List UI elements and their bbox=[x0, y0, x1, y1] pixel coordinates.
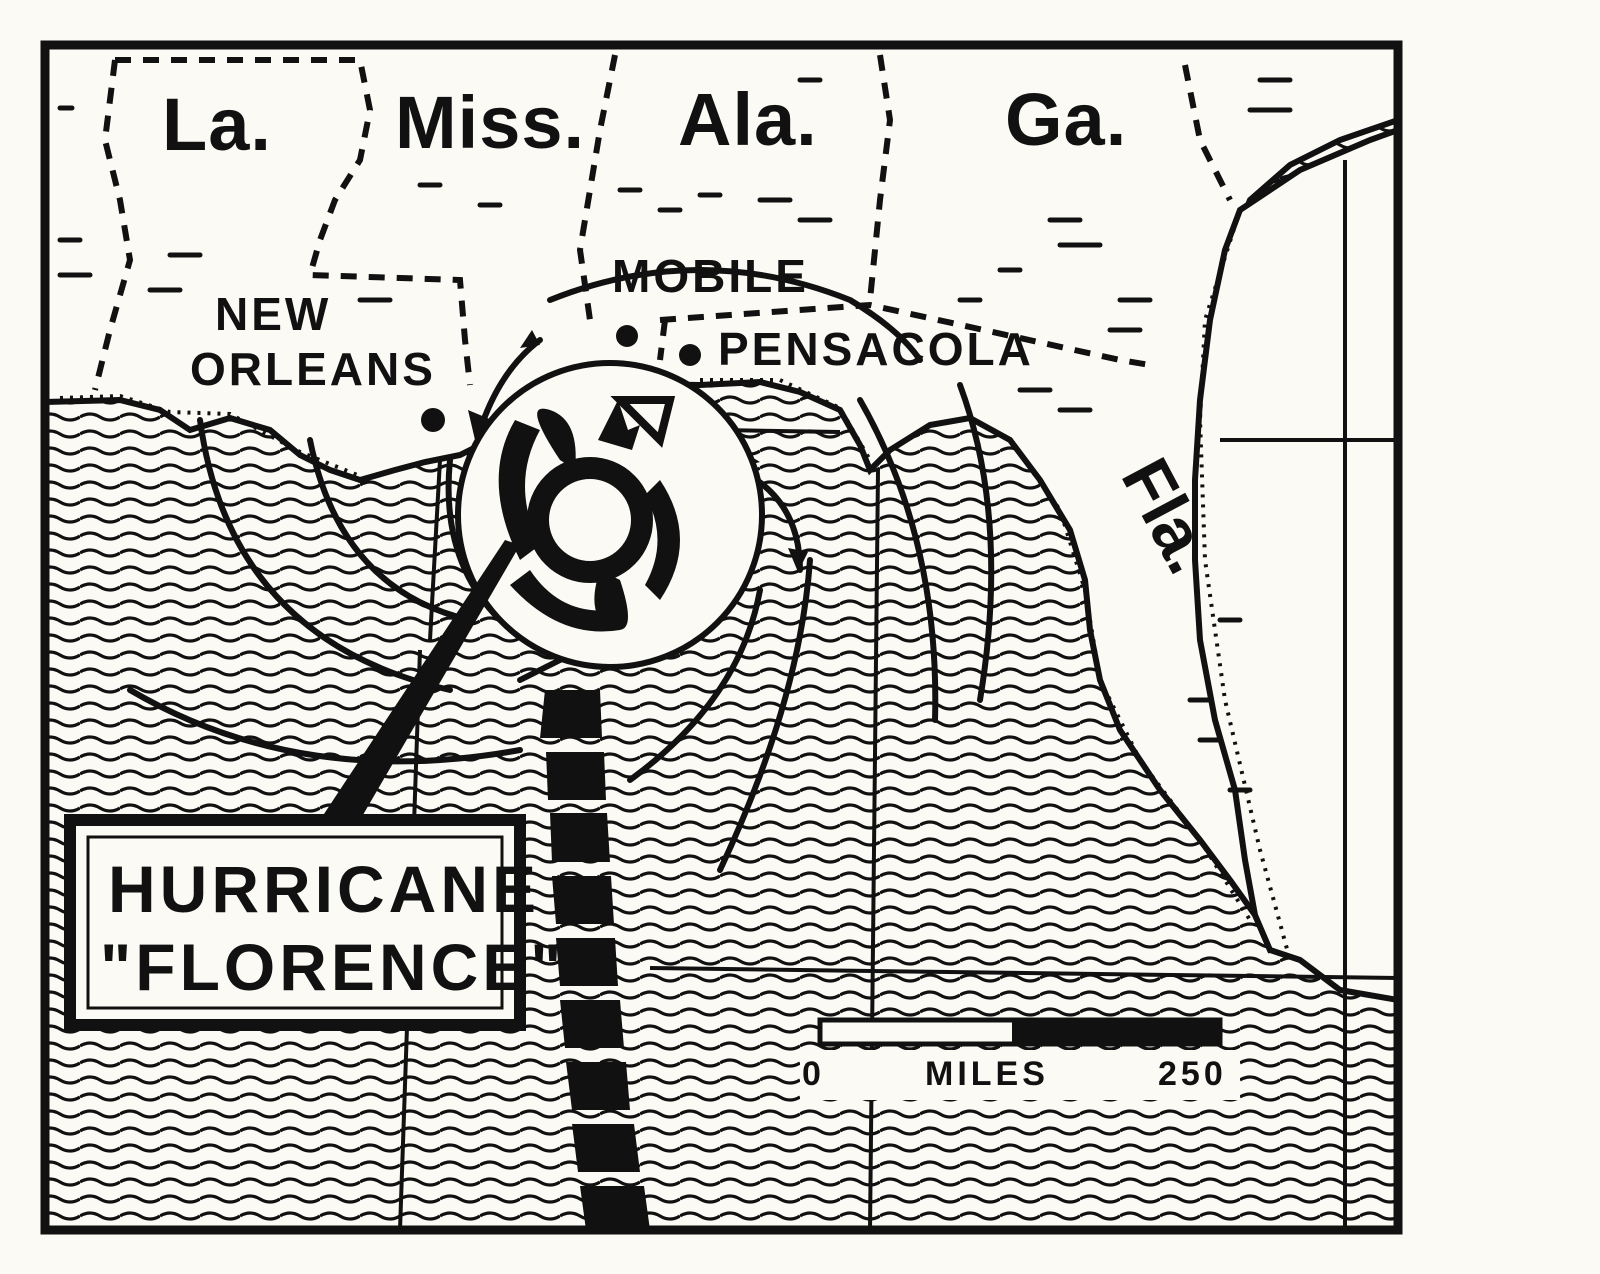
scale-unit-label: MILES bbox=[925, 1055, 1049, 1093]
city-label-mobile: MOBILE bbox=[612, 250, 809, 302]
city-label-new: NEW bbox=[215, 288, 331, 340]
city-label-orleans: ORLEANS bbox=[190, 343, 436, 395]
map-frame bbox=[40, 40, 1403, 1235]
city-dot-icon bbox=[421, 408, 445, 432]
storm-title-line1: HURRICANE bbox=[108, 852, 540, 926]
state-label-ga: Ga. bbox=[1005, 78, 1127, 161]
city-dot-icon bbox=[679, 344, 701, 366]
scale-end-label: 250 bbox=[1158, 1055, 1227, 1093]
storm-label-box bbox=[64, 814, 526, 1031]
state-label-la: La. bbox=[162, 83, 272, 166]
storm-track bbox=[540, 690, 650, 1230]
city-dot-icon bbox=[616, 325, 638, 347]
scale-bar bbox=[800, 1017, 1240, 1100]
state-label-ala: Ala. bbox=[678, 78, 818, 161]
hurricane-symbol-icon bbox=[498, 408, 680, 632]
storm-direction-arrow-icon bbox=[598, 396, 676, 450]
scale-start-label: 0 bbox=[802, 1055, 825, 1093]
storm-title-line2: "FLORENCE" bbox=[100, 930, 566, 1004]
city-label-pensacola: PENSACOLA bbox=[718, 323, 1034, 375]
state-label-miss: Miss. bbox=[395, 81, 585, 164]
